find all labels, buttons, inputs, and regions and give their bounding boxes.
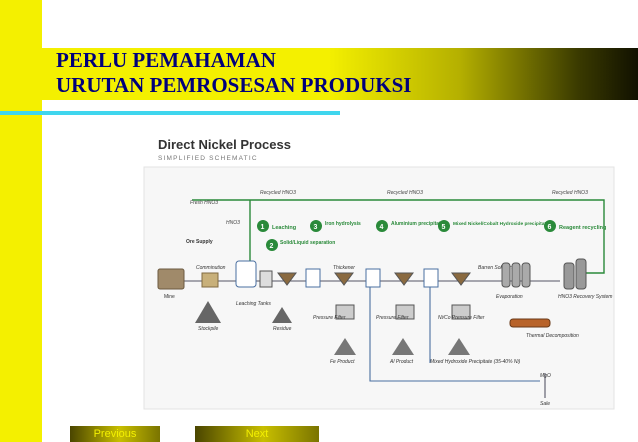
step-2: 2 Solid/Liquid separation xyxy=(266,239,335,251)
step-6: 6 Reagent recycling xyxy=(544,220,606,232)
svg-text:1: 1 xyxy=(261,224,265,231)
thickener-3-icon xyxy=(394,272,414,286)
step-4: 4 Aluminium precipitation xyxy=(376,220,448,232)
step-3: 3 Iron hydrolysis xyxy=(310,220,361,232)
svg-text:Reagent recycling: Reagent recycling xyxy=(559,225,606,231)
pressure-filter-1-icon xyxy=(335,304,355,320)
mine-label: Mine xyxy=(164,294,175,300)
evaporator-1-icon xyxy=(501,262,511,288)
al-product-label: Al Product xyxy=(389,359,414,365)
sale-label: Sale xyxy=(540,401,550,407)
evaporator-2-icon xyxy=(511,262,521,288)
recycled-label-1: Recycled HNO3 xyxy=(260,190,296,196)
svg-text:3: 3 xyxy=(314,224,318,231)
hno3-label: HNO3 xyxy=(226,220,240,226)
left-yellow-bar xyxy=(0,0,42,442)
al-product-icon xyxy=(392,338,414,355)
al-reactor-icon xyxy=(365,268,381,288)
diagram-subtitle: SIMPLIFIED SCHEMATIC xyxy=(158,155,258,162)
barren-label: Barren Solution xyxy=(478,265,513,271)
svg-text:2: 2 xyxy=(270,243,274,250)
comminution-label: Comminution xyxy=(196,265,226,271)
svg-text:4: 4 xyxy=(380,224,384,231)
fe-product-icon xyxy=(334,338,356,355)
pressure-filter-label-2: Pressure Filter xyxy=(376,315,409,321)
stockpile-label: Stockpile xyxy=(198,326,219,332)
recovery-label: HNO3 Recovery System xyxy=(558,294,612,300)
step-5: 5 Mixed Nickel/Cobalt Hydroxide precipit… xyxy=(438,220,553,232)
svg-text:6: 6 xyxy=(548,224,552,231)
nico-filter-icon xyxy=(451,304,471,320)
recycled-label-2: Recycled HNO3 xyxy=(387,190,423,196)
residue-label: Residue xyxy=(273,326,292,332)
mine-icon xyxy=(157,268,185,290)
process-diagram: Direct Nickel Process SIMPLIFIED SCHEMAT… xyxy=(140,123,618,411)
leaching-tank-2-icon xyxy=(259,270,273,288)
svg-text:5: 5 xyxy=(442,224,446,231)
svg-text:Leaching: Leaching xyxy=(272,225,296,231)
thermal-kiln-icon xyxy=(509,318,551,328)
mgo-label: MgO xyxy=(540,373,551,379)
fresh-hno3-label: Fresh HNO3 xyxy=(190,200,218,206)
svg-text:Mixed Nickel/Cobalt Hydroxide: Mixed Nickel/Cobalt Hydroxide precipitat… xyxy=(453,221,553,227)
thickener-label: Thickener xyxy=(333,265,355,271)
diagram-title: Direct Nickel Process xyxy=(158,137,291,152)
recovery-tower-2-icon xyxy=(575,258,587,290)
mhp-icon xyxy=(448,338,470,355)
ore-supply-label: Ore Supply xyxy=(186,239,213,245)
title-band xyxy=(42,48,638,100)
leaching-tank-icon xyxy=(235,260,257,288)
evaporator-3-icon xyxy=(521,262,531,288)
recovery-tower-1-icon xyxy=(563,262,575,290)
nico-reactor-icon xyxy=(423,268,439,288)
nico-filter-label: Ni/Co Pressure Filter xyxy=(438,315,485,321)
diagram-panel xyxy=(143,166,615,410)
slide-title: PERLU PEMAHAMAN URUTAN PEMROSESAN PRODUK… xyxy=(56,48,411,98)
recycle-line xyxy=(192,199,605,274)
evaporation-label: Evaporation xyxy=(496,294,523,300)
pressure-filter-label-1: Pressure Filter xyxy=(313,315,346,321)
cyan-divider xyxy=(0,111,340,115)
slide-title-line2: URUTAN PEMROSESAN PRODUKSI xyxy=(56,73,412,97)
blue-flow-line xyxy=(369,281,540,382)
thermal-label: Thermal Decomposition xyxy=(526,333,579,339)
leaching-tanks-label: Leaching Tanks xyxy=(236,301,271,307)
svg-text:Solid/Liquid separation: Solid/Liquid separation xyxy=(280,240,335,246)
fe-product-label: Fe Product xyxy=(330,359,355,365)
slide-title-line1: PERLU PEMAHAMAN xyxy=(56,48,276,72)
svg-text:Iron hydrolysis: Iron hydrolysis xyxy=(325,221,361,227)
pressure-filter-2-icon xyxy=(395,304,415,320)
previous-button[interactable]: Previous xyxy=(70,426,160,442)
svg-text:Aluminium precipitation: Aluminium precipitation xyxy=(391,221,448,227)
recycled-label-3: Recycled HNO3 xyxy=(552,190,588,196)
stockpile-icon xyxy=(195,301,221,323)
next-button[interactable]: Next xyxy=(195,426,319,442)
step-1: 1 Leaching xyxy=(257,220,296,232)
mhp-label: Mixed Hydroxide Precipitate (35-40% Ni) xyxy=(430,359,521,365)
thickener-2-icon xyxy=(334,272,354,286)
comminution-icon xyxy=(201,272,219,288)
iron-reactor-icon xyxy=(305,268,321,288)
residue-icon xyxy=(272,307,292,323)
thickener-4-icon xyxy=(451,272,471,286)
thickener-1-icon xyxy=(277,272,297,286)
